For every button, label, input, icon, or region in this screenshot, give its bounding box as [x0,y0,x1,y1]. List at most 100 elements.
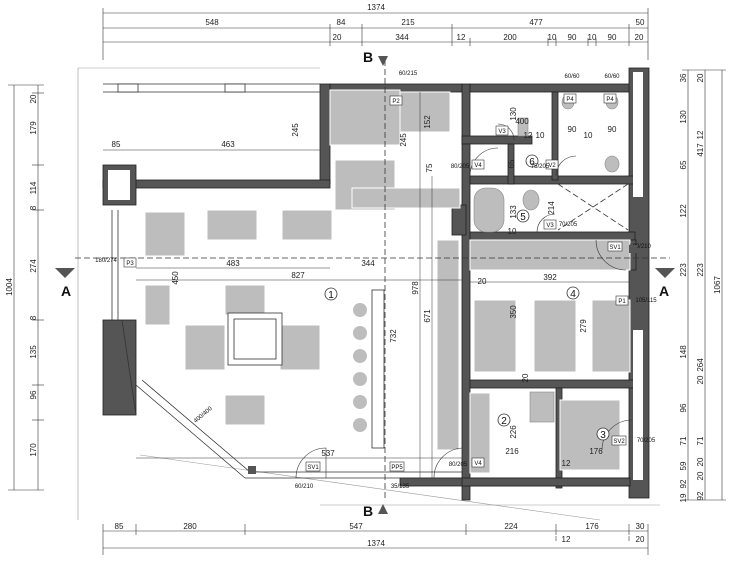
left-dim: 8 [29,315,38,320]
section-label-b-bottom: B [363,503,373,519]
right-dim: 20 [696,471,705,480]
column-marker [629,245,637,253]
bottom-dim: 20 [636,535,645,544]
top-dim: 548 [205,18,219,27]
dim-text: 176 [589,447,603,456]
opening-tag-boxes [123,93,629,472]
opening-size: 70/205 [637,438,656,444]
top-dim: 10 [548,33,557,42]
dim-text: 10 [536,131,545,140]
top-total-dim: 1374 [367,3,385,12]
dim-text: 20 [521,373,530,382]
dim-text: 392 [543,273,557,282]
top-dim: 90 [608,33,617,42]
tag-v4: V4 [474,461,482,467]
wall-cores [108,72,643,480]
left-dim: 170 [29,443,38,457]
room-number-5: 5 [520,212,526,223]
right-dim: 148 [679,345,688,359]
left-dim: 274 [29,259,38,273]
right-dimensions [682,69,726,501]
right-dim: 12 [696,130,705,139]
tag-p2: P2 [392,99,400,105]
room-markers [324,154,610,441]
bottom-dim: 547 [349,522,363,531]
top-dim: 20 [333,33,342,42]
section-label-a-left: A [61,283,71,299]
dim-text: 450 [171,271,180,285]
interior-dimensions [103,92,630,478]
dim-text: 152 [423,115,432,129]
dim-text: 245 [291,123,300,137]
bottom-dim: 85 [115,522,124,531]
right-dim: 264 [696,358,705,372]
tag-pp5: PP5 [391,465,403,471]
dim-text: 344 [361,259,375,268]
right-dim: 223 [696,263,705,277]
opening-size: 100/210 [629,244,651,250]
top-dim: 200 [503,33,517,42]
opening-size: 180/274 [95,258,117,264]
dim-text: 65 [507,159,516,168]
section-markers [55,56,675,514]
tag-v2: V2 [548,163,556,169]
left-total-dim: 1004 [5,278,14,296]
right-dim: 20 [696,375,705,384]
dim-text: 732 [389,329,398,343]
dim-text: 350 [509,305,518,319]
dim-text: 226 [509,425,518,439]
opening-size: 60/60 [564,74,580,80]
dim-text: 90 [608,125,617,134]
top-dim: 10 [588,33,597,42]
top-dim: 90 [568,33,577,42]
right-dim: 71 [696,436,705,445]
top-dim: 50 [636,18,645,27]
glazing [103,83,462,479]
room-number-1: 1 [328,290,334,301]
dim-text: 827 [291,271,305,280]
section-label-a-right: A [659,283,669,299]
right-dim: 19 [679,493,688,502]
dim-text: 216 [505,447,519,456]
bottom-total-dim: 1374 [367,539,385,548]
column-marker [248,466,256,474]
left-dim: 20 [29,94,38,103]
room-number-2: 2 [501,416,507,427]
tag-v4: V4 [474,163,482,169]
left-dim: 179 [29,121,38,135]
tag-p4: P4 [566,97,574,103]
tag-sv1: SV1 [609,245,621,251]
opening-size: 60/210 [295,484,314,490]
dim-text: 400 [515,117,529,126]
room-number-4: 4 [570,289,576,300]
top-dimensions [102,8,649,60]
top-dim: 215 [401,18,415,27]
top-dim: 477 [529,18,543,27]
right-dim: 92 [696,491,705,500]
dim-text: 12 [562,459,571,468]
dim-text: 90 [568,125,577,134]
dim-text: 130 [509,107,518,121]
bottom-dim: 176 [585,522,599,531]
top-dim: 84 [337,18,346,27]
right-dim: 417 [696,143,705,157]
bottom-dim: 224 [504,522,518,531]
top-dim: 344 [395,33,409,42]
walls [102,67,650,501]
right-dim: 20 [696,457,705,466]
right-dim: 65 [679,160,688,169]
bar-counter [227,289,385,449]
dim-text: 463 [221,140,235,149]
opening-size: 105/115 [635,298,657,304]
dim-text: 133 [509,205,518,219]
left-dim: 96 [29,390,38,399]
opening-size: 80/205 [451,164,470,170]
dim-text: 214 [547,201,556,215]
dim-text: 671 [423,309,432,323]
right-dim: 20 [696,73,705,82]
tag-sv1: SV1 [307,465,319,471]
site-outline [77,67,660,521]
bottom-dim: 12 [562,535,571,544]
dim-text: 75 [425,163,434,172]
tag-p3: P3 [126,261,134,267]
